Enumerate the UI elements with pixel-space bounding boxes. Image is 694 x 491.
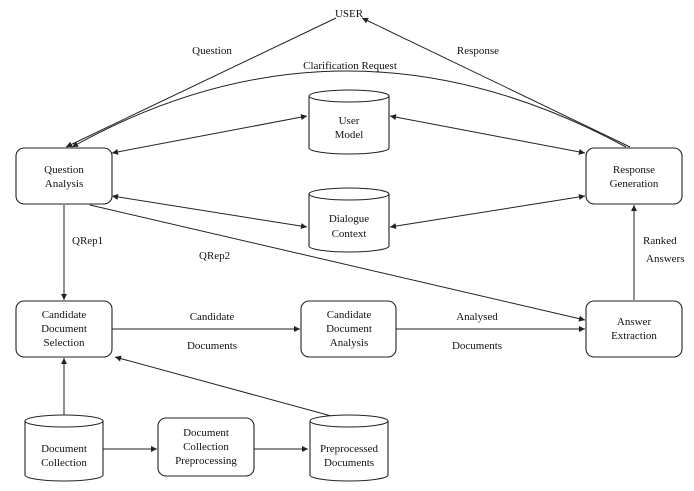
response-edge-label: Response bbox=[457, 45, 499, 57]
user-model-label-2: Model bbox=[335, 129, 364, 141]
user-model-cylinder: User Model bbox=[308, 89, 390, 155]
edge-response-generation-to-user bbox=[361, 17, 631, 148]
answers-label: Answers bbox=[646, 253, 685, 265]
dialogue-context-cylinder: Dialogue Context bbox=[308, 187, 390, 253]
question-analysis-label-2: Analysis bbox=[45, 178, 84, 190]
candidate-edge-label: Candidate bbox=[190, 311, 235, 323]
candidate-document-selection-label-3: Selection bbox=[44, 337, 85, 349]
document-collection-label-2: Collection bbox=[41, 457, 87, 469]
edge-user-to-question-analysis bbox=[65, 17, 337, 148]
candidate-document-selection-box: Candidate Document Selection bbox=[15, 300, 113, 358]
edge-clarification-request bbox=[71, 70, 627, 148]
documents-edge-label-2: Documents bbox=[452, 340, 502, 352]
qrep1-label: QRep1 bbox=[72, 235, 103, 247]
candidate-document-analysis-label-2: Document bbox=[326, 323, 372, 335]
preprocessed-documents-cylinder: Preprocessed Documents bbox=[309, 414, 389, 482]
nodes: Question Analysis Response Generation Us… bbox=[15, 89, 683, 482]
user-label: USER bbox=[335, 8, 364, 20]
edges bbox=[61, 17, 637, 452]
question-edge-label: Question bbox=[192, 45, 232, 57]
candidate-document-selection-label-1: Candidate bbox=[42, 309, 87, 321]
preprocessing-label-2: Collection bbox=[183, 441, 229, 453]
preprocessed-documents-label-2: Documents bbox=[324, 457, 374, 469]
document-collection-cylinder: Document Collection bbox=[24, 414, 104, 482]
candidate-document-analysis-label-1: Candidate bbox=[327, 309, 372, 321]
analysed-edge-label: Analysed bbox=[456, 311, 498, 323]
edge-preprocessed-to-selection bbox=[114, 355, 347, 421]
document-collection-label-1: Document bbox=[41, 443, 87, 455]
response-generation-box: Response Generation bbox=[585, 147, 683, 205]
preprocessing-label-1: Document bbox=[183, 427, 229, 439]
answer-extraction-label-2: Extraction bbox=[611, 330, 657, 342]
edge-user-model-response-generation bbox=[389, 114, 586, 155]
candidate-document-selection-label-2: Document bbox=[41, 323, 87, 335]
answer-extraction-box: Answer Extraction bbox=[585, 300, 683, 358]
dialogue-context-label-1: Dialogue bbox=[329, 213, 369, 225]
edge-labels: USER Question Response Clarification Req… bbox=[72, 8, 685, 352]
question-analysis-label-1: Question bbox=[44, 164, 84, 176]
ranked-label: Ranked bbox=[643, 235, 677, 247]
response-generation-label-1: Response bbox=[613, 164, 655, 176]
candidate-document-analysis-label-3: Analysis bbox=[330, 337, 369, 349]
edge-question-analysis-user-model bbox=[111, 114, 308, 155]
edge-dialogue-context-response-generation bbox=[389, 193, 586, 230]
preprocessed-documents-label-1: Preprocessed bbox=[320, 443, 379, 455]
candidate-document-analysis-box: Candidate Document Analysis bbox=[300, 300, 397, 358]
question-analysis-box: Question Analysis bbox=[15, 147, 113, 205]
preprocessing-label-3: Preprocessing bbox=[175, 455, 237, 467]
response-generation-label-2: Generation bbox=[610, 178, 659, 190]
clarification-request-label: Clarification Request bbox=[303, 60, 397, 72]
document-collection-preprocessing-box: Document Collection Preprocessing bbox=[157, 417, 255, 477]
user-model-label-1: User bbox=[339, 115, 360, 127]
qrep2-label: QRep2 bbox=[199, 250, 230, 262]
edge-question-analysis-dialogue-context bbox=[111, 193, 308, 230]
edge-qrep2 bbox=[89, 204, 586, 322]
documents-edge-label-1: Documents bbox=[187, 340, 237, 352]
dialogue-context-label-2: Context bbox=[332, 228, 367, 240]
answer-extraction-label-1: Answer bbox=[617, 316, 652, 328]
